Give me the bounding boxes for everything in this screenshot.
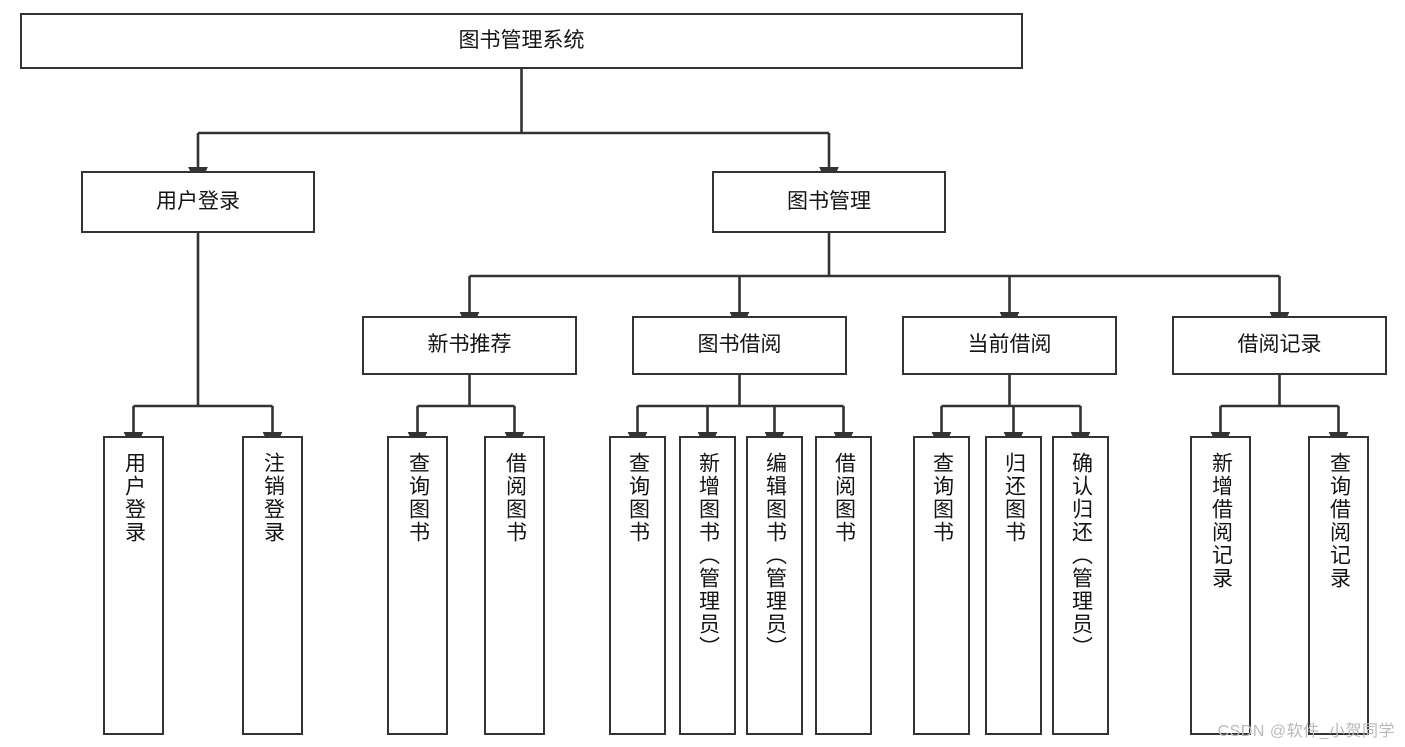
node-login: 用户登录 [81, 171, 315, 233]
node-label: 当前借阅 [967, 333, 1052, 357]
node-newbook: 新书推荐 [362, 316, 577, 375]
node-label: 确认归还（管理员） [1069, 452, 1093, 659]
node-leaf-cur-return: 归还图书 [985, 436, 1042, 735]
node-leaf-rec-query: 查询借阅记录 [1308, 436, 1369, 735]
watermark-text: CSDN @软件_小贺同学 [1217, 723, 1395, 740]
node-leaf-cur-query: 查询图书 [913, 436, 970, 735]
node-label: 用户登录 [122, 452, 146, 544]
node-leaf-rec-add: 新增借阅记录 [1190, 436, 1251, 735]
node-current: 当前借阅 [902, 316, 1117, 375]
node-label: 用户登录 [156, 189, 240, 213]
node-leaf-br-query: 查询图书 [609, 436, 666, 735]
node-label: 图书借阅 [697, 333, 782, 357]
node-leaf-new-borrow: 借阅图书 [484, 436, 545, 735]
node-label: 新增借阅记录 [1209, 452, 1233, 590]
node-leaf-user-login: 用户登录 [103, 436, 164, 735]
node-label: 注销登录 [261, 452, 285, 544]
node-borrow: 图书借阅 [632, 316, 847, 375]
node-root: 图书管理系统 [20, 13, 1023, 69]
node-label: 借阅图书 [832, 452, 856, 544]
node-label: 编辑图书（管理员） [763, 452, 787, 659]
node-leaf-br-borrow: 借阅图书 [815, 436, 872, 735]
node-label: 新增图书（管理员） [696, 452, 720, 659]
node-leaf-cur-confirm: 确认归还（管理员） [1052, 436, 1109, 735]
node-leaf-br-add: 新增图书（管理员） [679, 436, 736, 735]
node-leaf-br-edit: 编辑图书（管理员） [746, 436, 803, 735]
node-label: 查询图书 [626, 452, 650, 544]
node-label: 归还图书 [1002, 452, 1026, 544]
node-label: 借阅记录 [1237, 333, 1322, 357]
node-leaf-new-query: 查询图书 [387, 436, 448, 735]
node-label: 查询借阅记录 [1327, 452, 1351, 590]
node-bookmgmt: 图书管理 [712, 171, 946, 233]
node-leaf-user-logout: 注销登录 [242, 436, 303, 735]
node-label: 图书管理系统 [458, 28, 585, 52]
node-label: 查询图书 [930, 452, 954, 544]
node-records: 借阅记录 [1172, 316, 1387, 375]
node-label: 新书推荐 [427, 333, 512, 357]
node-label: 图书管理 [787, 189, 871, 213]
node-label: 查询图书 [406, 452, 430, 544]
node-label: 借阅图书 [503, 452, 527, 544]
